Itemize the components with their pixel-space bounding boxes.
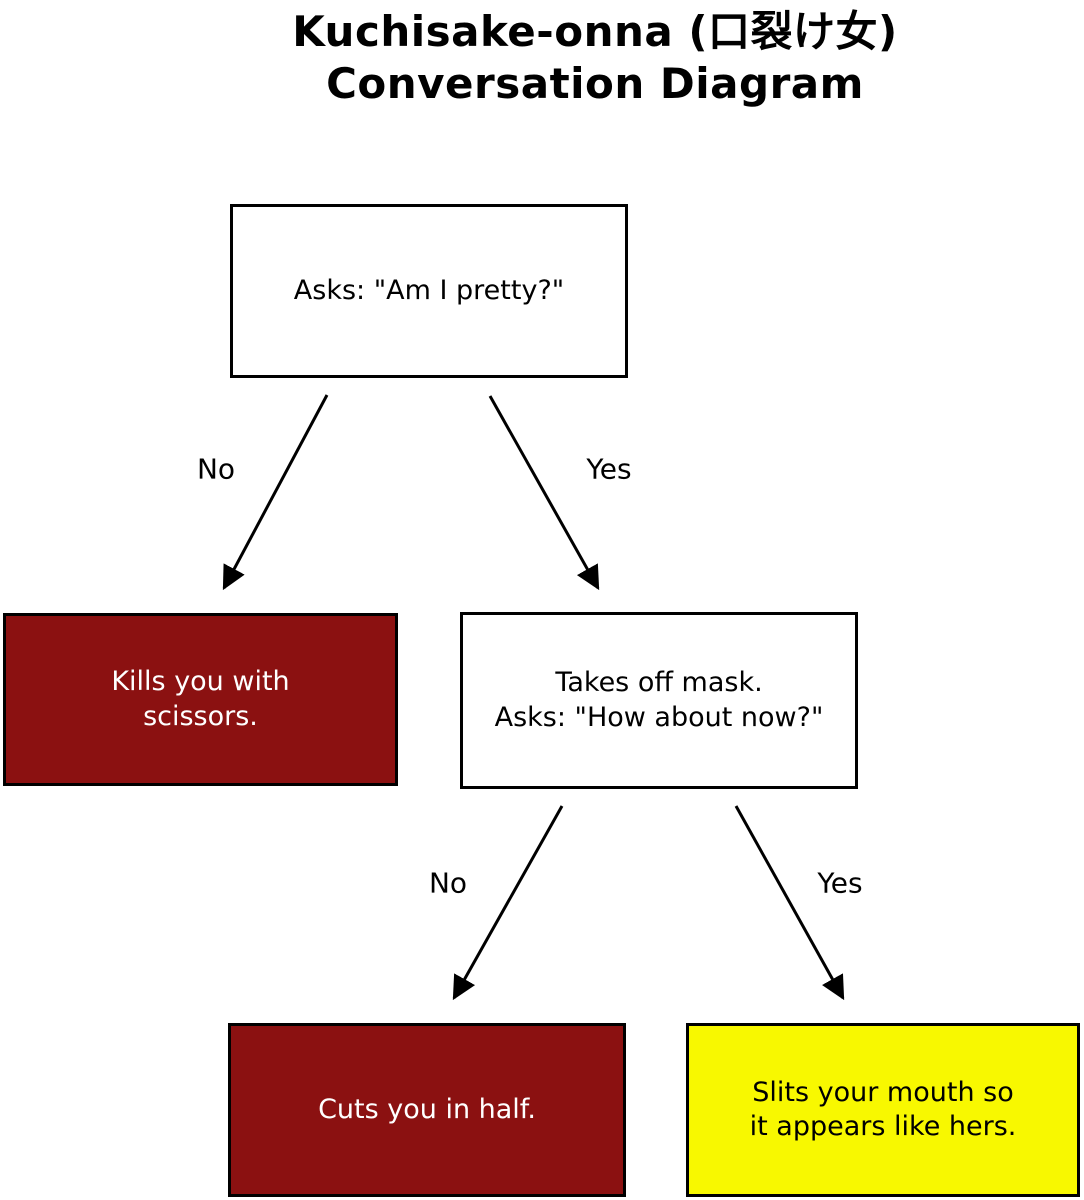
edge-label-root-no: No bbox=[194, 452, 238, 486]
arrow-mask-yes bbox=[734, 805, 845, 1001]
node-asks-am-i-pretty: Asks: "Am I pretty?" bbox=[230, 204, 628, 378]
node-takes-off-mask: Takes off mask. Asks: "How about now?" bbox=[460, 612, 858, 789]
node-kills-you-with-scissors: Kills you with scissors. bbox=[3, 613, 398, 786]
arrow-root-no bbox=[222, 394, 329, 591]
arrow-mask-no bbox=[452, 805, 564, 1001]
diagram-title: Kuchisake-onna (口裂け女) Conversation Diagr… bbox=[292, 7, 898, 109]
arrow-root-yes bbox=[488, 395, 600, 591]
edge-label-root-yes: Yes bbox=[584, 452, 634, 486]
node-cuts-you-in-half: Cuts you in half. bbox=[228, 1023, 626, 1197]
edge-label-mask-no: No bbox=[426, 866, 470, 900]
edge-label-mask-yes: Yes bbox=[815, 866, 865, 900]
node-slits-your-mouth: Slits your mouth so it appears like hers… bbox=[686, 1023, 1080, 1197]
